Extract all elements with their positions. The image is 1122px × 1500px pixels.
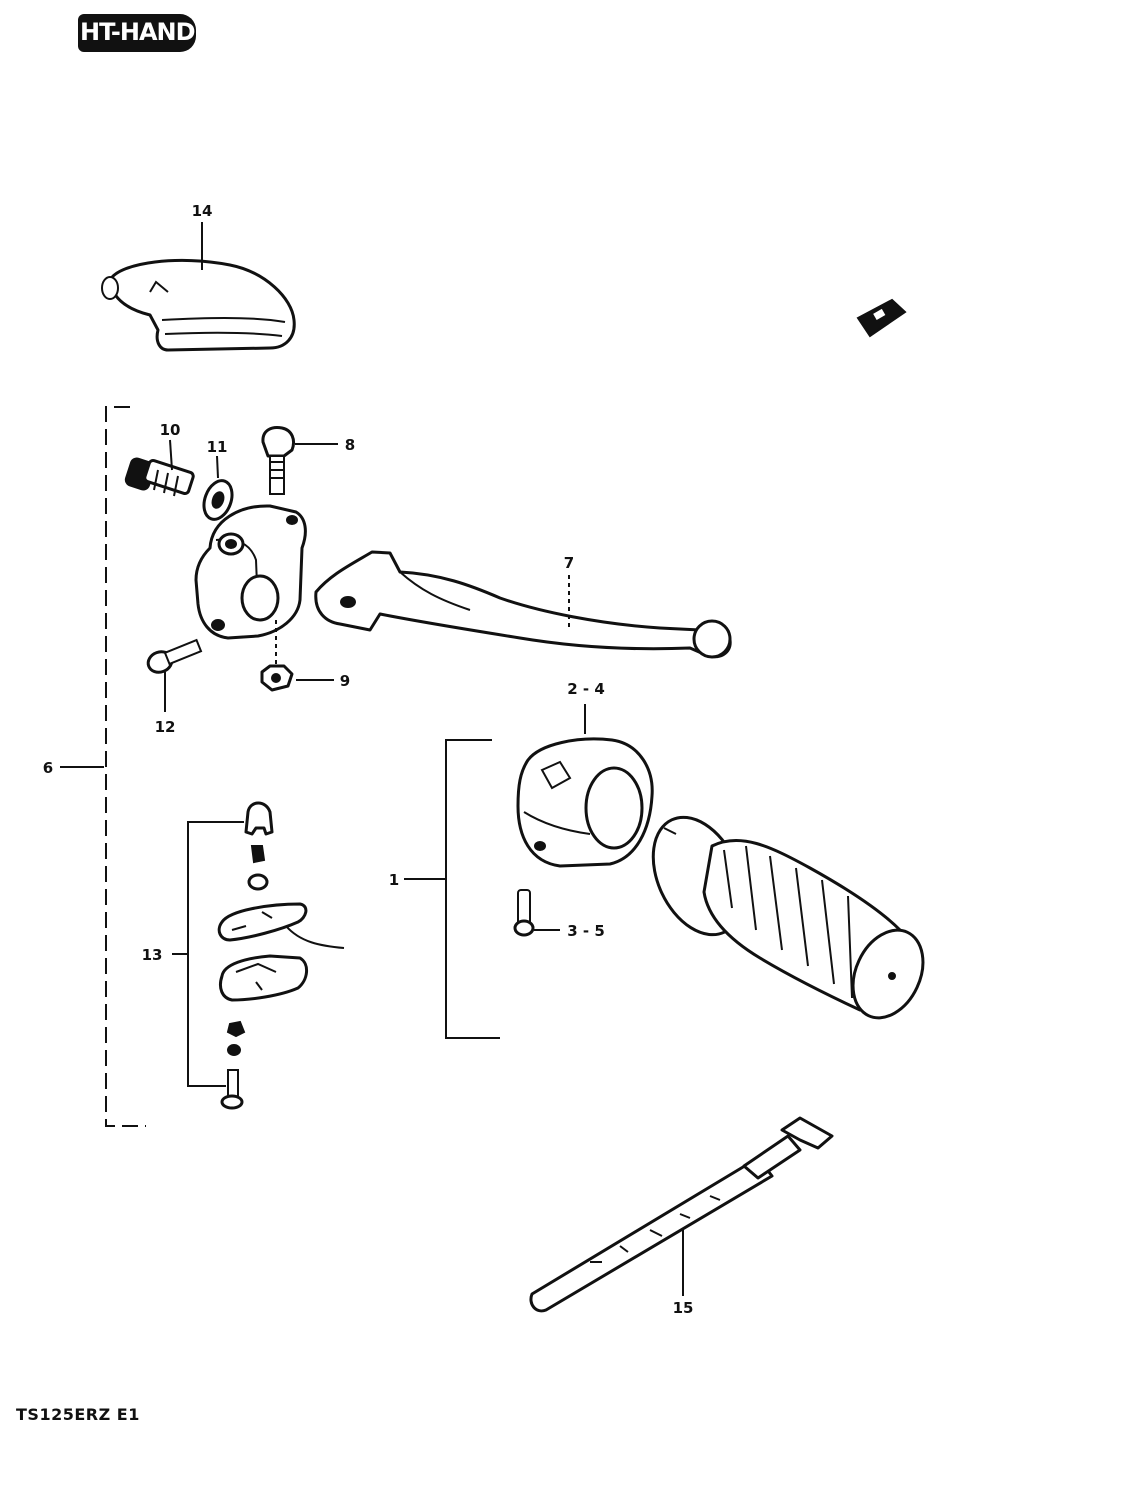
callout-8: 8 [345, 436, 355, 454]
arrow-tag-icon [856, 298, 907, 338]
part-13-switch-assembly [217, 801, 345, 1110]
callout-11: 11 [207, 438, 228, 456]
leader-11 [216, 455, 219, 479]
part-14-lever-cover [101, 258, 296, 352]
bracket-6 [105, 406, 146, 1127]
part-9-nut [260, 620, 294, 692]
part-3-5-screw [513, 889, 535, 937]
part-15-cable-tie [529, 1116, 834, 1313]
part-7-lever [314, 550, 732, 659]
part-6-lever-bracket [194, 504, 307, 640]
header-title: HT-HAND [80, 18, 196, 46]
part-8-adjuster [261, 426, 296, 495]
callout-7: 7 [564, 554, 574, 572]
leader-10 [169, 439, 173, 471]
part-12-screw [146, 638, 203, 674]
callout-6: 6 [43, 759, 53, 777]
callout-1: 1 [389, 871, 399, 889]
model-code: TS125ERZ E1 [16, 1405, 140, 1424]
part-1-grip [651, 815, 925, 1020]
callout-15: 15 [673, 1299, 694, 1317]
part-11-washer [202, 479, 234, 521]
callout-10: 10 [160, 421, 181, 439]
callout-14: 14 [192, 202, 213, 220]
header-badge [78, 14, 196, 52]
callout-9: 9 [340, 672, 350, 690]
part-10-bolt [124, 457, 195, 497]
callout-13: 13 [142, 946, 163, 964]
callout-2-4: 2 - 4 [567, 680, 605, 698]
bracket-1 [445, 739, 500, 1039]
callout-3-5: 3 - 5 [567, 922, 605, 940]
part-2-4-throttle-housing [516, 737, 654, 868]
callout-12: 12 [155, 718, 176, 736]
